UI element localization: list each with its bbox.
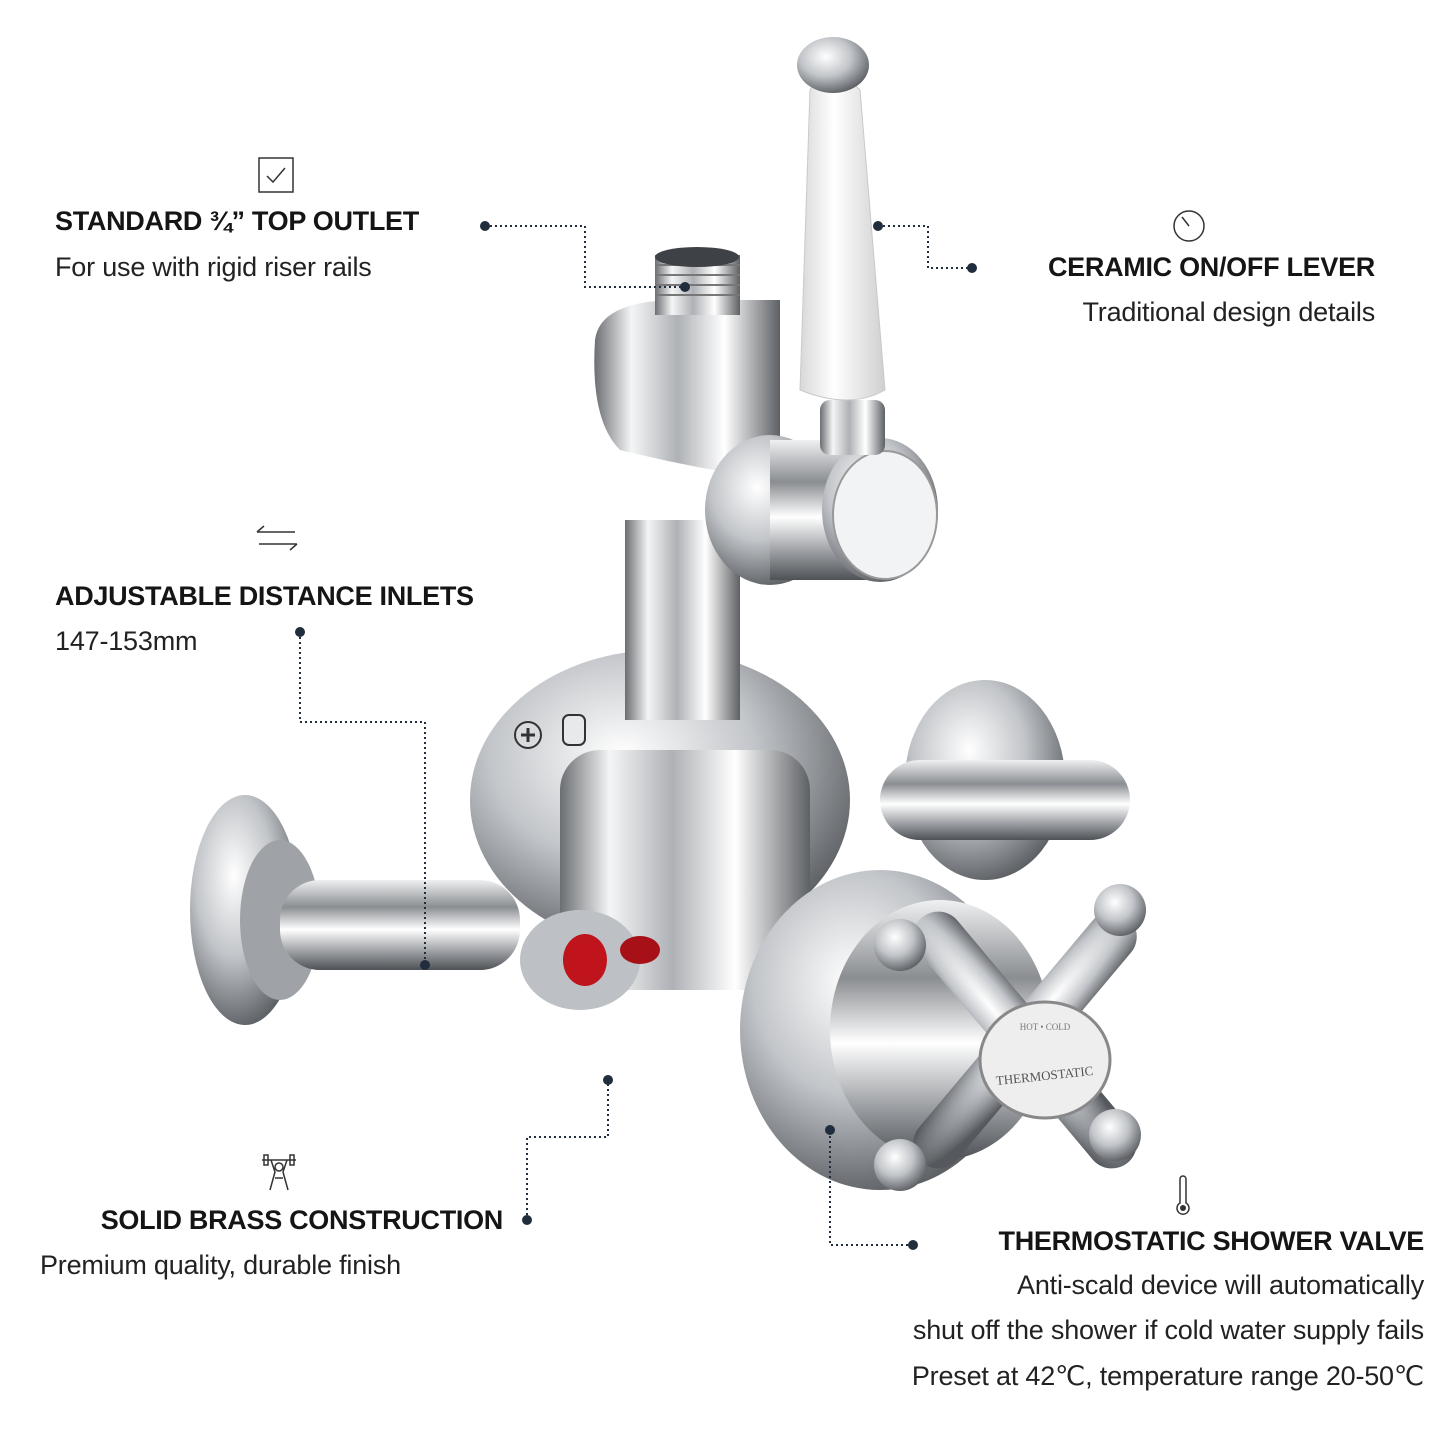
feature-desc-brass: Premium quality, durable finish — [40, 1250, 401, 1280]
clock-icon — [1173, 210, 1205, 242]
feature-desc-thermostatic-1: Anti-scald device will automatically — [1017, 1270, 1424, 1300]
feature-title-inlets: ADJUSTABLE DISTANCE INLETS — [55, 581, 474, 611]
leader-lever — [878, 225, 972, 269]
feature-desc-inlets: 147-153mm — [55, 626, 198, 656]
feature-title-brass: SOLID BRASS CONSTRUCTION — [100, 1205, 504, 1235]
arrows-icon — [256, 525, 298, 551]
leader-brass — [526, 1080, 609, 1220]
feature-desc-thermostatic-3: Preset at 42℃, temperature range 20-50℃ — [911, 1361, 1424, 1391]
weight-icon — [262, 1154, 296, 1191]
feature-title-thermostatic: THERMOSTATIC SHOWER VALVE — [998, 1226, 1425, 1256]
feature-title-top-outlet: STANDARD ¾” TOP OUTLET — [55, 206, 419, 236]
feature-title-lever: CERAMIC ON/OFF LEVER — [1047, 252, 1375, 282]
checkbox-icon — [258, 157, 294, 193]
feature-desc-thermostatic-2: shut off the shower if cold water supply… — [912, 1315, 1424, 1345]
leader-top-outlet — [485, 225, 685, 288]
dial-hot-cold: HOT • COLD — [1020, 1022, 1071, 1032]
leader-inlets — [299, 632, 426, 965]
feature-desc-top-outlet: For use with rigid riser rails — [55, 252, 372, 282]
feature-desc-lever: Traditional design details — [1082, 297, 1376, 327]
leader-thermostatic — [829, 1130, 913, 1246]
thermometer-icon — [1176, 1175, 1190, 1215]
